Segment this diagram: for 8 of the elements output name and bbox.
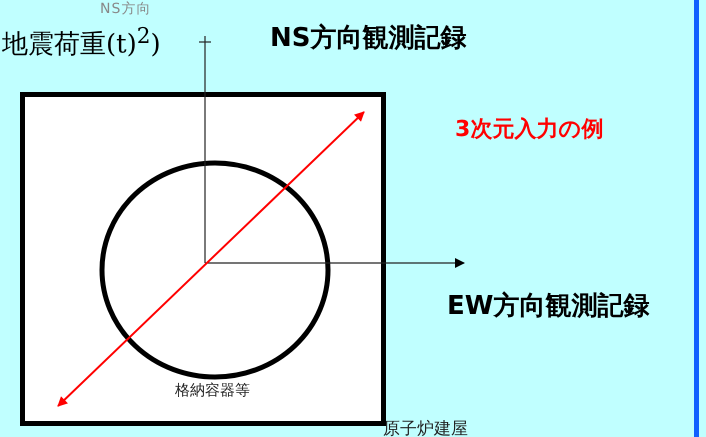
formula-text: 地震荷重(t)$^{2}$) <box>2 24 161 62</box>
axis-title: EW方向観測記録 <box>447 290 650 323</box>
containment-circle <box>99 160 331 380</box>
example-title: 3次元入力の例 <box>455 116 604 144</box>
building-label: 原子炉建屋 <box>383 418 468 437</box>
axis-title: NS方向観測記録 <box>270 22 466 55</box>
containment-label: 格納容器等 <box>175 381 250 400</box>
axis-label: NS方向 <box>100 1 152 17</box>
